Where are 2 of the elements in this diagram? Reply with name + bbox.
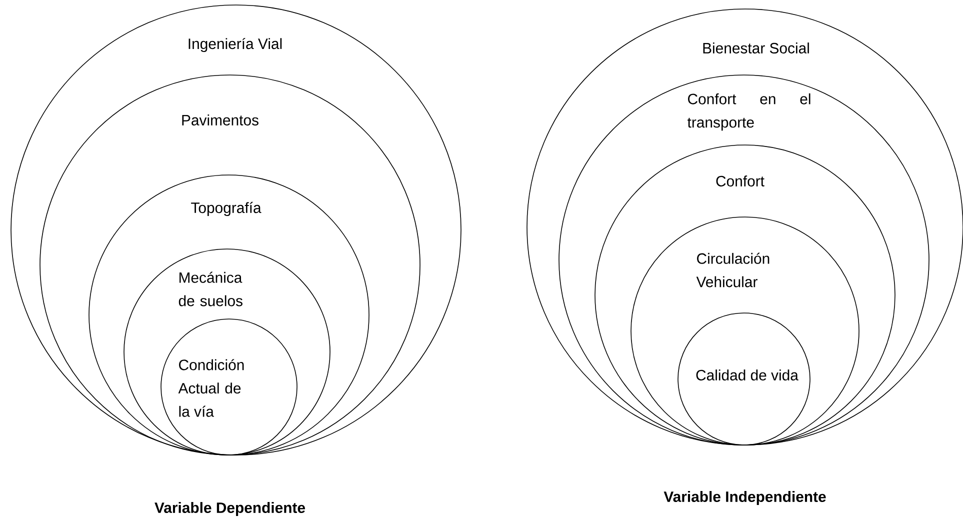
- caption-text: Variable Independiente: [664, 491, 826, 505]
- caption-text: Variable Dependiente: [154, 502, 306, 516]
